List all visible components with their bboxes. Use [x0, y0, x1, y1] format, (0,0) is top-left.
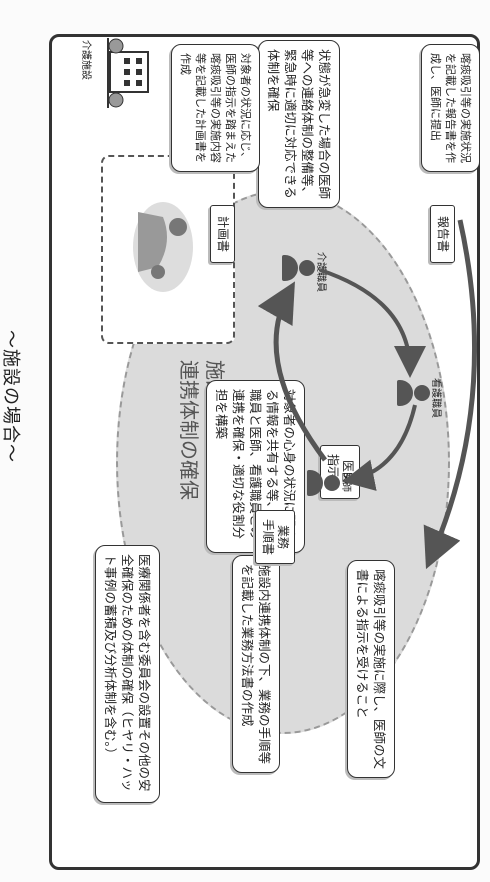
- bubble-emergency: 状態が急変した場合の医師等への連絡体制の整備等、緊急時に適切に対応できる体制を確…: [258, 40, 340, 208]
- bubble-plan-creation-main: 対象者の状況に応じ、医師の指示を踏まえた喀痰吸引等の実施内容等を記載した計画書を…: [171, 44, 260, 172]
- facility-label: 介護施設: [80, 40, 91, 80]
- care-scene-illustration: [133, 202, 193, 292]
- bubble-report: 喀痰吸引等の実施状況を記載した報告書を作成し、医師に提出: [421, 44, 480, 172]
- doc-report: 報告書: [430, 205, 455, 263]
- doc-manual-line2: 手順書: [261, 518, 275, 555]
- doc-manual-line1: 業務: [276, 524, 290, 549]
- page-title: ～施設の場合～: [0, 330, 21, 463]
- nurse-icon: [397, 380, 430, 406]
- bubble-doctor-instruction: 喀痰吸引等の実施に際し、医師の文書による指示を受けること: [347, 560, 395, 778]
- bubble-safety: 医療関係者を含む委員会の設置その他の安全確保のための体制の確保（ヒヤリ・ハット事…: [95, 545, 160, 803]
- system-title-line2: 連携体制の確保: [177, 360, 201, 500]
- facility-building-icon: [96, 38, 160, 108]
- nurse-label: 看護職員: [430, 378, 441, 418]
- care-scene-box: [101, 155, 235, 344]
- care-worker-label: 介護職員: [315, 252, 326, 292]
- care-worker-icon: [282, 255, 315, 281]
- bubble-procedures: 施設内連携体制の下、業務の手順等を記載した業務方法書の作成: [232, 555, 280, 773]
- doctor-label: 医師: [340, 472, 351, 492]
- doc-plan: 計画書: [210, 205, 235, 263]
- doctor-icon: [307, 470, 340, 496]
- doc-manual: 業務 手順書: [255, 510, 295, 564]
